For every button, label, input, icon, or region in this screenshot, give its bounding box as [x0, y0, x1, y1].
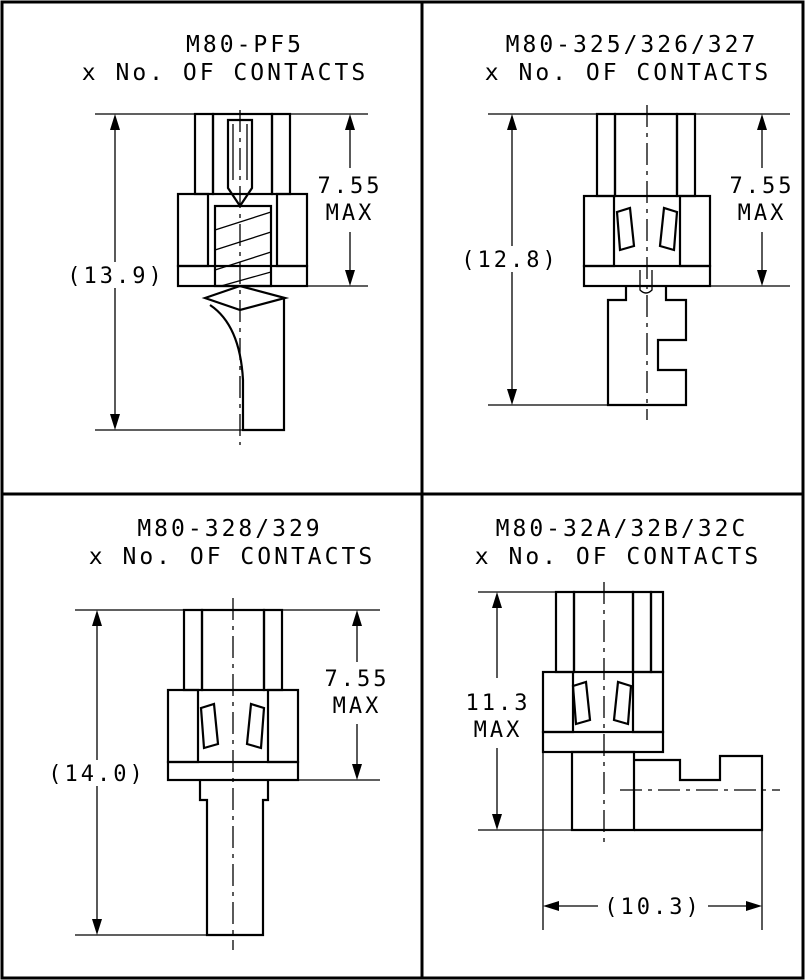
part-number-label: M80-325/326/327	[506, 32, 759, 58]
panel-m80-325: M80-325/326/327 x No. OF CONTACTS (12.8)	[461, 32, 795, 420]
part-number-label: M80-PF5	[186, 32, 304, 58]
max-height-value: 7.55	[325, 667, 390, 692]
contacts-label: x No. OF CONTACTS	[89, 544, 375, 570]
panel-m80-32a: M80-32A/32B/32C x No. OF CONTACTS	[466, 516, 780, 930]
max-height-note: MAX	[326, 201, 375, 226]
max-height-dimension: 11.3 MAX	[466, 591, 572, 831]
connector-drawing-325	[582, 105, 712, 420]
contacts-label: x No. OF CONTACTS	[82, 60, 368, 86]
max-height-dimension: 7.55 MAX	[695, 113, 795, 287]
overall-height-dimension: (13.9)	[67, 113, 243, 431]
panel-m80-328: M80-328/329 x No. OF CONTACTS (14.0)	[48, 516, 390, 950]
panel-m80-pf5: M80-PF5 x No. OF CONTACTS	[67, 32, 383, 445]
connector-drawing-pf5	[176, 110, 309, 445]
overall-height-value: (14.0)	[48, 762, 145, 787]
max-height-value: 7.55	[730, 174, 795, 199]
overall-height-value: (13.9)	[67, 264, 164, 289]
max-height-dimension: 7.55 MAX	[290, 113, 383, 287]
contacts-label: x No. OF CONTACTS	[475, 544, 761, 570]
connector-drawing-32a	[541, 582, 780, 842]
overall-height-value: (12.8)	[461, 248, 558, 273]
contacts-label: x No. OF CONTACTS	[485, 60, 771, 86]
max-height-note: MAX	[474, 718, 523, 743]
width-dimension: (10.3)	[542, 752, 763, 930]
max-height-dimension: 7.55 MAX	[282, 609, 390, 781]
overall-height-dimension: (12.8)	[461, 113, 608, 406]
overall-height-dimension: (14.0)	[48, 609, 207, 936]
connector-drawing-328	[166, 598, 300, 950]
width-value: (10.3)	[604, 895, 701, 920]
part-number-label: M80-328/329	[137, 516, 322, 542]
part-number-label: M80-32A/32B/32C	[496, 516, 749, 542]
max-height-note: MAX	[738, 201, 787, 226]
max-height-value: 11.3	[466, 691, 531, 716]
max-height-value: 7.55	[318, 174, 383, 199]
max-height-note: MAX	[333, 694, 382, 719]
